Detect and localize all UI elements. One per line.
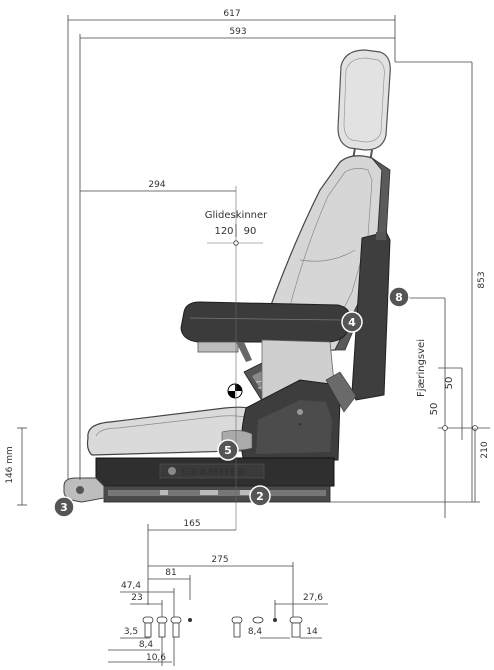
svg-text:●: ● (298, 422, 301, 426)
svg-text:2: 2 (256, 490, 264, 503)
slide-rails-label: Glideskinner (205, 210, 268, 221)
mounting-hole (170, 616, 182, 638)
dimension-lines (17, 15, 490, 666)
brand-logo-text: GRAMMER (181, 467, 246, 478)
dim-210: 210 (480, 441, 490, 458)
callout-5: 5 (217, 439, 239, 461)
callouts: 2 3 4 5 8 (53, 286, 410, 518)
mounting-hole (231, 616, 243, 638)
armrest (180, 301, 351, 343)
dim-593: 593 (229, 27, 246, 37)
dim-275: 275 (211, 555, 228, 565)
slide-rails-right-value: 90 (244, 226, 257, 237)
svg-text:5: 5 (224, 444, 232, 457)
mounting-hole-pattern (142, 616, 303, 638)
mounting-hole (289, 616, 303, 638)
mounting-hole (142, 616, 154, 638)
mounting-hole (156, 616, 168, 638)
dim-23: 23 (131, 593, 142, 603)
slide-rails-left-value: 120 (214, 226, 233, 237)
svg-text:4: 4 (348, 316, 356, 329)
dim-3-5: 3,5 (124, 627, 138, 637)
suspension-upper-value: 50 (444, 377, 455, 390)
dim-146mm: 146 mm (5, 446, 15, 484)
callout-3: 3 (53, 496, 75, 518)
dim-8-4-right: 8,4 (248, 627, 263, 637)
callout-8: 8 (388, 286, 410, 308)
callout-2: 2 (249, 485, 271, 507)
dim-27-6: 27,6 (303, 593, 323, 603)
suspension-lower-value: 50 (429, 403, 440, 416)
dim-81: 81 (165, 568, 176, 578)
svg-text:3: 3 (60, 501, 68, 514)
dim-617: 617 (223, 9, 240, 19)
dim-47-4: 47,4 (121, 581, 141, 591)
callout-4: 4 (341, 311, 363, 333)
seat-illustration: ● GRAMMER (63, 49, 391, 503)
dim-294: 294 (148, 180, 165, 190)
seat-reference-point (227, 383, 243, 399)
headrest (337, 49, 391, 151)
svg-text:8: 8 (395, 291, 403, 304)
dim-165: 165 (183, 519, 200, 529)
suspension-label: Fjæringsvei (416, 339, 427, 397)
dim-853: 853 (477, 271, 487, 288)
dim-8-4-left: 8,4 (139, 640, 154, 650)
dim-10-6: 10,6 (146, 653, 166, 663)
dimension-labels: 617 593 294 853 210 146 mm 165 275 81 47… (5, 9, 490, 663)
dim-14: 14 (306, 627, 318, 637)
